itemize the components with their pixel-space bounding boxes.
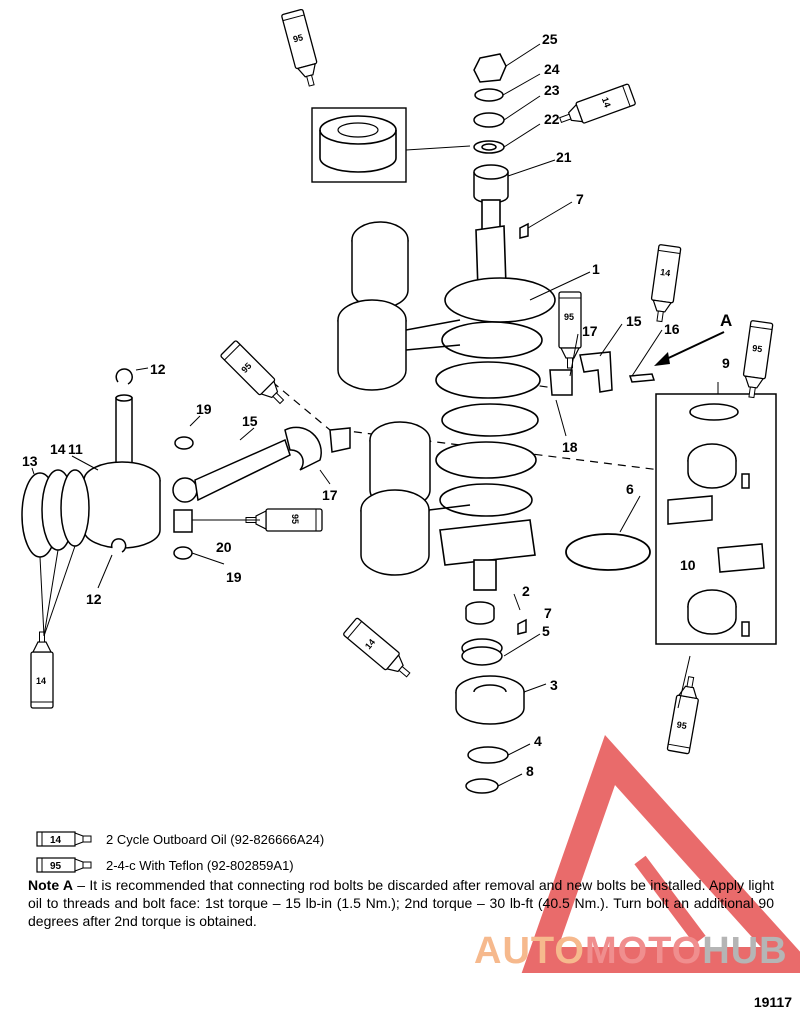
callout-7a: 7 xyxy=(576,191,584,207)
callout-25: 25 xyxy=(542,31,558,47)
callout-a: A xyxy=(720,311,732,330)
legend-row-95: 95 2-4-c With Teflon (92-802859A1) xyxy=(36,852,776,878)
leader-lines xyxy=(31,43,719,787)
callout-23: 23 xyxy=(544,82,560,98)
callout-21: 21 xyxy=(556,149,572,165)
retaining-ring xyxy=(565,533,651,571)
svg-text:95: 95 xyxy=(564,312,574,322)
callout-6: 6 xyxy=(626,481,634,497)
callout-3: 3 xyxy=(550,677,558,693)
callout-8: 8 xyxy=(526,763,534,779)
svg-text:14: 14 xyxy=(36,676,46,686)
callout-20: 20 xyxy=(216,539,232,555)
callout-4: 4 xyxy=(534,733,542,749)
svg-text:14: 14 xyxy=(363,637,377,651)
callout-14: 14 xyxy=(50,441,66,457)
watermark-brand: AUTOMOTOHUB xyxy=(474,930,788,972)
svg-text:14: 14 xyxy=(660,267,671,278)
tube-95-box: 95 xyxy=(739,319,774,400)
callout-11: 11 xyxy=(68,441,83,457)
svg-text:95: 95 xyxy=(752,343,763,354)
svg-text:14: 14 xyxy=(50,835,62,846)
watermark-logo xyxy=(521,734,800,973)
crankshaft xyxy=(435,199,556,591)
tube-95-right: 95 xyxy=(558,291,582,369)
tube-14-top: 14 xyxy=(556,83,637,131)
tube-95-mid: 95 xyxy=(245,508,323,532)
callout-10: 10 xyxy=(680,557,696,573)
legend-text-95: 2-4-c With Teflon (92-802859A1) xyxy=(106,857,294,873)
connecting-rod xyxy=(172,426,351,560)
svg-text:95: 95 xyxy=(676,719,688,731)
callout-19b: 19 xyxy=(226,569,242,585)
note-a-text: – It is recommended that connecting rod … xyxy=(28,877,774,929)
callout-12b: 12 xyxy=(86,591,102,607)
callout-18: 18 xyxy=(562,439,578,455)
lubricant-legend: 14 2 Cycle Outboard Oil (92-826666A24) 9… xyxy=(36,826,776,878)
svg-text:95: 95 xyxy=(290,514,300,524)
callout-24: 24 xyxy=(544,61,560,77)
callout-labels: 25 24 23 22 21 7 1 17 15 16 A 9 18 6 10 … xyxy=(22,31,732,779)
callout-22: 22 xyxy=(544,111,560,127)
callout-16: 16 xyxy=(664,321,680,337)
svg-text:14: 14 xyxy=(600,96,613,109)
callout-9: 9 xyxy=(722,355,730,371)
tube-14-right: 14 xyxy=(647,243,682,324)
tube-14-left: 14 xyxy=(30,631,54,709)
callout-5: 5 xyxy=(542,623,550,639)
loose-piston-assembly xyxy=(21,368,161,558)
callout-17b: 17 xyxy=(322,487,338,503)
tube-95-left: 95 xyxy=(219,339,291,411)
note-a: Note A – It is recommended that connecti… xyxy=(28,876,774,930)
bearing-detail-box xyxy=(655,393,777,645)
callout-7b: 7 xyxy=(544,605,552,621)
tube-95-bottom: 95 xyxy=(666,674,703,755)
tube-14-icon: 14 xyxy=(36,830,94,848)
svg-text:95: 95 xyxy=(292,32,304,44)
pistons-assembled xyxy=(337,221,471,576)
callout-1: 1 xyxy=(592,261,600,277)
callout-19a: 19 xyxy=(196,401,212,417)
callout-17a: 17 xyxy=(582,323,598,339)
note-a-label: Note A xyxy=(28,877,73,893)
document-number: 19117 xyxy=(753,994,792,1010)
callout-12a: 12 xyxy=(150,361,166,377)
lower-bearing-stack xyxy=(455,222,529,794)
top-bearing-stack xyxy=(473,53,509,204)
legend-text-14: 2 Cycle Outboard Oil (92-826666A24) xyxy=(106,831,325,847)
svg-text:95: 95 xyxy=(50,861,62,872)
note-a-arrow xyxy=(654,331,725,366)
seal-detail-box xyxy=(311,107,471,183)
tube-14-low: 14 xyxy=(342,616,416,684)
callout-2: 2 xyxy=(522,583,530,599)
callout-13: 13 xyxy=(22,453,38,469)
callout-15a: 15 xyxy=(626,313,642,329)
rod-cap xyxy=(549,351,656,396)
legend-row-14: 14 2 Cycle Outboard Oil (92-826666A24) xyxy=(36,826,776,852)
tube-95-icon: 95 xyxy=(36,856,94,874)
tube-95-top: 95 xyxy=(280,8,323,89)
callout-15b: 15 xyxy=(242,413,258,429)
